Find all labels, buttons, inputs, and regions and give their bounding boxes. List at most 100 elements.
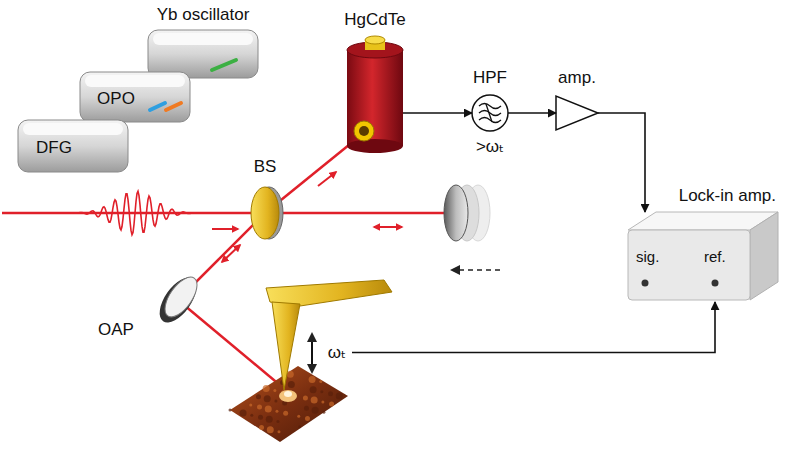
- laser-beam: [178, 300, 281, 386]
- lock-in-amplifier: Lock-in amp.sig.ref.: [628, 212, 778, 302]
- beam-direction-arrows: [212, 172, 402, 262]
- afm-tip: [272, 302, 300, 390]
- delay-mirror: [444, 185, 468, 241]
- orange-beam: [166, 103, 181, 110]
- box-highlight: [23, 123, 123, 135]
- blue-beam: [150, 103, 165, 110]
- laser-pulse: [70, 191, 200, 234]
- detector-window: [354, 121, 374, 141]
- lockin-front: [628, 230, 750, 300]
- mirror-scan-arrow: [452, 269, 500, 271]
- oap-mirror-back: [152, 271, 203, 329]
- texture-dot: [303, 395, 308, 400]
- texture-dot: [309, 376, 316, 383]
- box-highlight: [85, 75, 185, 87]
- beam-arrow: [374, 226, 402, 228]
- texture-dot: [276, 420, 279, 423]
- node-label: OAP: [98, 320, 134, 340]
- sample-feature: [279, 390, 297, 402]
- oap-mirror: [159, 272, 203, 322]
- texture-dot: [257, 405, 262, 410]
- texture-dot: [264, 395, 271, 402]
- texture-dot: [240, 410, 247, 417]
- texture-dot: [312, 407, 319, 414]
- port-label: sig.: [636, 248, 659, 265]
- lockin-side: [750, 212, 778, 300]
- node-label: HPF: [473, 68, 507, 88]
- cutoff-label: >ωₜ: [476, 137, 504, 157]
- lockin-socket: [642, 280, 649, 287]
- texture-dot: [250, 414, 253, 417]
- node-label: OPO: [86, 80, 146, 118]
- dfg-box: [18, 120, 128, 172]
- laser-source-box: Yb oscillator: [150, 32, 256, 76]
- beam-arrow: [318, 172, 336, 186]
- laser-beam: [268, 212, 452, 215]
- texture-dot: [266, 416, 273, 423]
- texture-dot: [298, 425, 301, 428]
- node-label: amp.: [558, 68, 596, 88]
- texture-dot: [311, 396, 318, 403]
- green-beam: [212, 60, 236, 70]
- texture-dot: [322, 411, 325, 414]
- texture-dot: [328, 391, 333, 396]
- texture-dot: [321, 401, 324, 404]
- yb-oscillator-box: [148, 30, 258, 78]
- detector-cap: [365, 36, 385, 44]
- amplifier: amp.: [556, 96, 598, 130]
- texture-dot: [283, 411, 288, 416]
- texture-dot: [265, 406, 272, 413]
- texture-dot: [277, 430, 280, 433]
- filter-wave: [479, 118, 501, 123]
- beam-arrow: [222, 245, 240, 262]
- high-pass-filter: HPF>ωₜ: [472, 95, 508, 131]
- signal-wire: [403, 112, 472, 114]
- beam-arrow: [212, 228, 238, 230]
- tip-frequency: ωₜ: [322, 340, 352, 365]
- texture-dot: [258, 415, 263, 420]
- texture-dot: [249, 403, 252, 406]
- filter-stroke: [486, 104, 492, 122]
- tip-oscillation-arrow: [311, 334, 313, 372]
- filter-waves: [479, 104, 501, 123]
- texture-dot: [267, 426, 274, 433]
- beam-splitter: BS: [251, 187, 279, 239]
- opo-box: [80, 72, 190, 122]
- filter-symbol: [472, 95, 508, 131]
- detector-body: [347, 50, 403, 146]
- node-label: HgCdTe: [344, 10, 405, 30]
- texture-dot: [329, 402, 334, 407]
- sample-surface: [230, 366, 348, 442]
- texture-dot: [305, 416, 310, 421]
- signal-wire: [508, 112, 556, 114]
- opo-box: OPO: [86, 80, 146, 118]
- beam-splitter: [251, 187, 279, 239]
- texture-dot: [297, 415, 300, 418]
- texture-dot: [320, 390, 323, 393]
- laser-beam: [2, 212, 262, 215]
- node-label: DFG: [24, 128, 84, 168]
- laser-beam: [2, 136, 452, 386]
- port-label: ref.: [704, 248, 726, 265]
- texture-dot: [273, 389, 276, 392]
- texture-dot: [256, 394, 261, 399]
- node-label: BS: [254, 157, 277, 177]
- node-label: Yb oscillator: [157, 5, 250, 25]
- oap-mirror: OAP: [160, 276, 198, 322]
- lockin-socket: [712, 280, 719, 287]
- node-label: Lock-in amp.: [679, 186, 776, 206]
- frequency-label: ωₜ: [322, 340, 352, 365]
- texture-dot: [259, 425, 264, 430]
- texture-dot: [229, 409, 232, 412]
- detector-window: [359, 126, 369, 136]
- signal-wire: [598, 113, 645, 212]
- texture-dot: [336, 392, 343, 399]
- cantilever: [266, 280, 392, 306]
- detector-base: [347, 139, 403, 153]
- texture-dot: [263, 385, 270, 392]
- dfg-box: DFG: [24, 128, 84, 168]
